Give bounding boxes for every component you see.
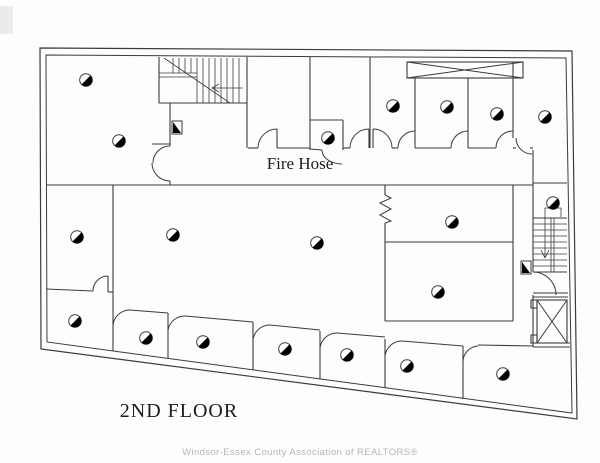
- detector-symbol-fill: [81, 75, 93, 87]
- detector-symbol-fill: [280, 344, 292, 356]
- door-arc: [319, 332, 338, 349]
- detector-symbol-fill: [548, 198, 560, 210]
- elevator-shaft: [406, 61, 524, 79]
- door-arc: [450, 130, 469, 149]
- detector-symbol-fill: [114, 136, 126, 148]
- detector-symbol-fill: [312, 238, 324, 250]
- stair-detail-line: [540, 249, 546, 259]
- wall-line: [336, 332, 386, 338]
- door-arc: [532, 271, 557, 296]
- door-arc: [152, 145, 171, 164]
- door-arc: [167, 315, 186, 331]
- inner-wall: [45, 54, 573, 414]
- detector-symbol-fill: [342, 350, 354, 362]
- door-arc: [349, 128, 370, 149]
- scan-smudge: [0, 6, 13, 34]
- detector-symbol-fill: [141, 333, 153, 345]
- detector-symbol-fill: [323, 133, 335, 145]
- detector-symbol-fill: [540, 112, 552, 124]
- footer-credit: Windsor-Essex County Association of REAL…: [182, 447, 418, 458]
- wall-line: [309, 148, 323, 151]
- wall-line: [45, 288, 94, 292]
- door-arc: [372, 128, 393, 149]
- pull-station-fill: [173, 122, 181, 133]
- detector-symbol-fill: [498, 369, 510, 381]
- detector-symbol-fill: [442, 102, 454, 114]
- door-arc: [397, 130, 416, 149]
- detector-symbol-fill: [72, 232, 84, 244]
- detector-symbol-fill: [388, 101, 400, 113]
- door-arc: [252, 324, 271, 341]
- pull-station-fill: [522, 262, 530, 273]
- door-arc: [515, 137, 533, 155]
- door-arc: [321, 149, 343, 165]
- outer-wall: [39, 47, 578, 420]
- stair-detail-line: [211, 83, 220, 89]
- elevator-cross-line: [536, 299, 568, 344]
- door-arc: [92, 275, 109, 292]
- detector-symbol-fill: [198, 337, 210, 349]
- detector-symbol-fill: [447, 217, 459, 229]
- detector-symbol-fill: [492, 109, 504, 121]
- elevator-shaft: [536, 299, 568, 344]
- detector-symbol-fill: [402, 361, 414, 373]
- elevator-cross-line: [406, 61, 524, 79]
- door-arc: [378, 194, 393, 224]
- detector-symbol-fill: [168, 230, 180, 242]
- wall-line: [401, 340, 464, 347]
- wall-line: [477, 344, 534, 347]
- door-arc: [151, 162, 171, 182]
- wall-line: [269, 324, 321, 331]
- door-arc: [257, 128, 278, 149]
- stair-detail-line: [544, 249, 550, 259]
- stair-detail-line: [163, 57, 231, 104]
- stair-detail-line: [211, 87, 220, 93]
- door-arc: [495, 130, 514, 149]
- detector-symbol-fill: [433, 287, 445, 299]
- detector-symbol-fill: [70, 316, 82, 328]
- wall-line: [184, 315, 254, 323]
- floor-label: 2ND FLOOR: [120, 400, 238, 422]
- door-arc: [112, 309, 131, 326]
- door-arc: [384, 340, 403, 357]
- fire-hose-label: Fire Hose: [267, 154, 334, 173]
- elevator-shaft: [530, 299, 538, 309]
- elevator-shaft: [530, 334, 538, 344]
- wall-line: [129, 309, 169, 314]
- door-arc: [462, 345, 479, 363]
